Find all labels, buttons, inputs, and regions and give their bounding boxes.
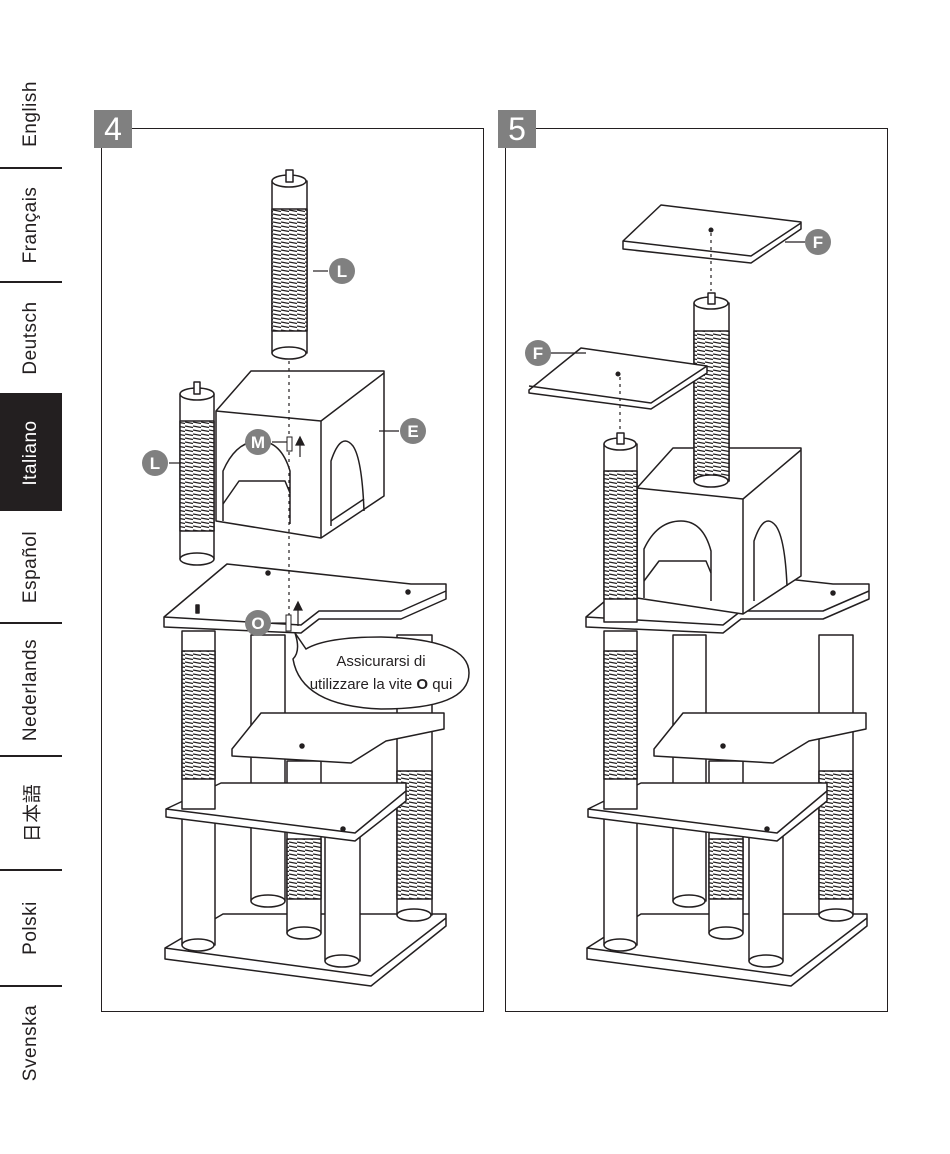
badge-label: E [407,422,418,441]
badge-o: O [245,610,271,636]
badge-l-left: L [142,450,168,476]
front-post-left-lower [604,815,637,945]
lang-tab-english[interactable]: English [0,60,62,169]
callout-screw-label: O [416,676,428,693]
platform-f-left [529,348,707,409]
callout-text-b: qui [428,676,452,693]
lang-label: Svenska [20,1005,42,1081]
badge-m: M [245,429,271,455]
badge-label: L [150,454,160,473]
lang-tab-nederlands[interactable]: Nederlands [0,624,62,757]
lang-label: English [20,81,42,147]
badge-f-left: F [525,340,551,366]
lang-tab-espanol[interactable]: Español [0,511,62,624]
top-platform [164,564,446,633]
badge-e: E [400,418,426,444]
lang-tab-italiano[interactable]: Italiano [0,395,62,511]
lang-tab-polski[interactable]: Polski [0,871,62,987]
badge-f-top: F [805,229,831,255]
screw-o-callout: Assicurarsi di utilizzare la vite O qui [293,633,469,709]
language-sidebar: English Français Deutsch Italiano Españo… [0,60,62,1100]
callout-text-a: utilizzare la vite [310,676,417,693]
lang-label: Italiano [20,420,42,485]
badge-label: F [533,344,543,363]
screw-o [286,615,291,631]
step-5-panel: 5 [505,128,888,1012]
screw-m [287,437,292,451]
lang-label: Français [20,187,42,264]
lang-label: Polski [20,901,42,955]
step-4-panel: 4 [101,128,484,1012]
callout-line-2: utilizzare la vite O qui [310,676,453,693]
badge-label: O [251,614,264,633]
lang-label: Español [20,530,42,602]
step-5-diagram: F F [506,129,889,1013]
lang-label: 日本語 [18,784,45,843]
lang-label: Deutsch [20,301,42,374]
badge-label: M [251,433,265,452]
badge-label: L [337,262,347,281]
step-4-diagram: L L M E O Assicurarsi di utilizzare la v… [102,129,485,1013]
front-post-left-lower [182,815,215,945]
lang-tab-japanese[interactable]: 日本語 [0,757,62,871]
lang-tab-svenska[interactable]: Svenska [0,987,62,1099]
front-post-right-lower [325,836,360,961]
badge-l-top: L [329,258,355,284]
platform-f-top [623,205,801,263]
badge-label: F [813,233,823,252]
lang-tab-deutsch[interactable]: Deutsch [0,283,62,395]
lang-label: Nederlands [20,638,42,740]
callout-line-1: Assicurarsi di [336,653,425,670]
back-post-left [673,635,706,901]
back-post-left [251,635,285,901]
lang-tab-francais[interactable]: Français [0,169,62,283]
front-post-right-lower [749,836,783,961]
